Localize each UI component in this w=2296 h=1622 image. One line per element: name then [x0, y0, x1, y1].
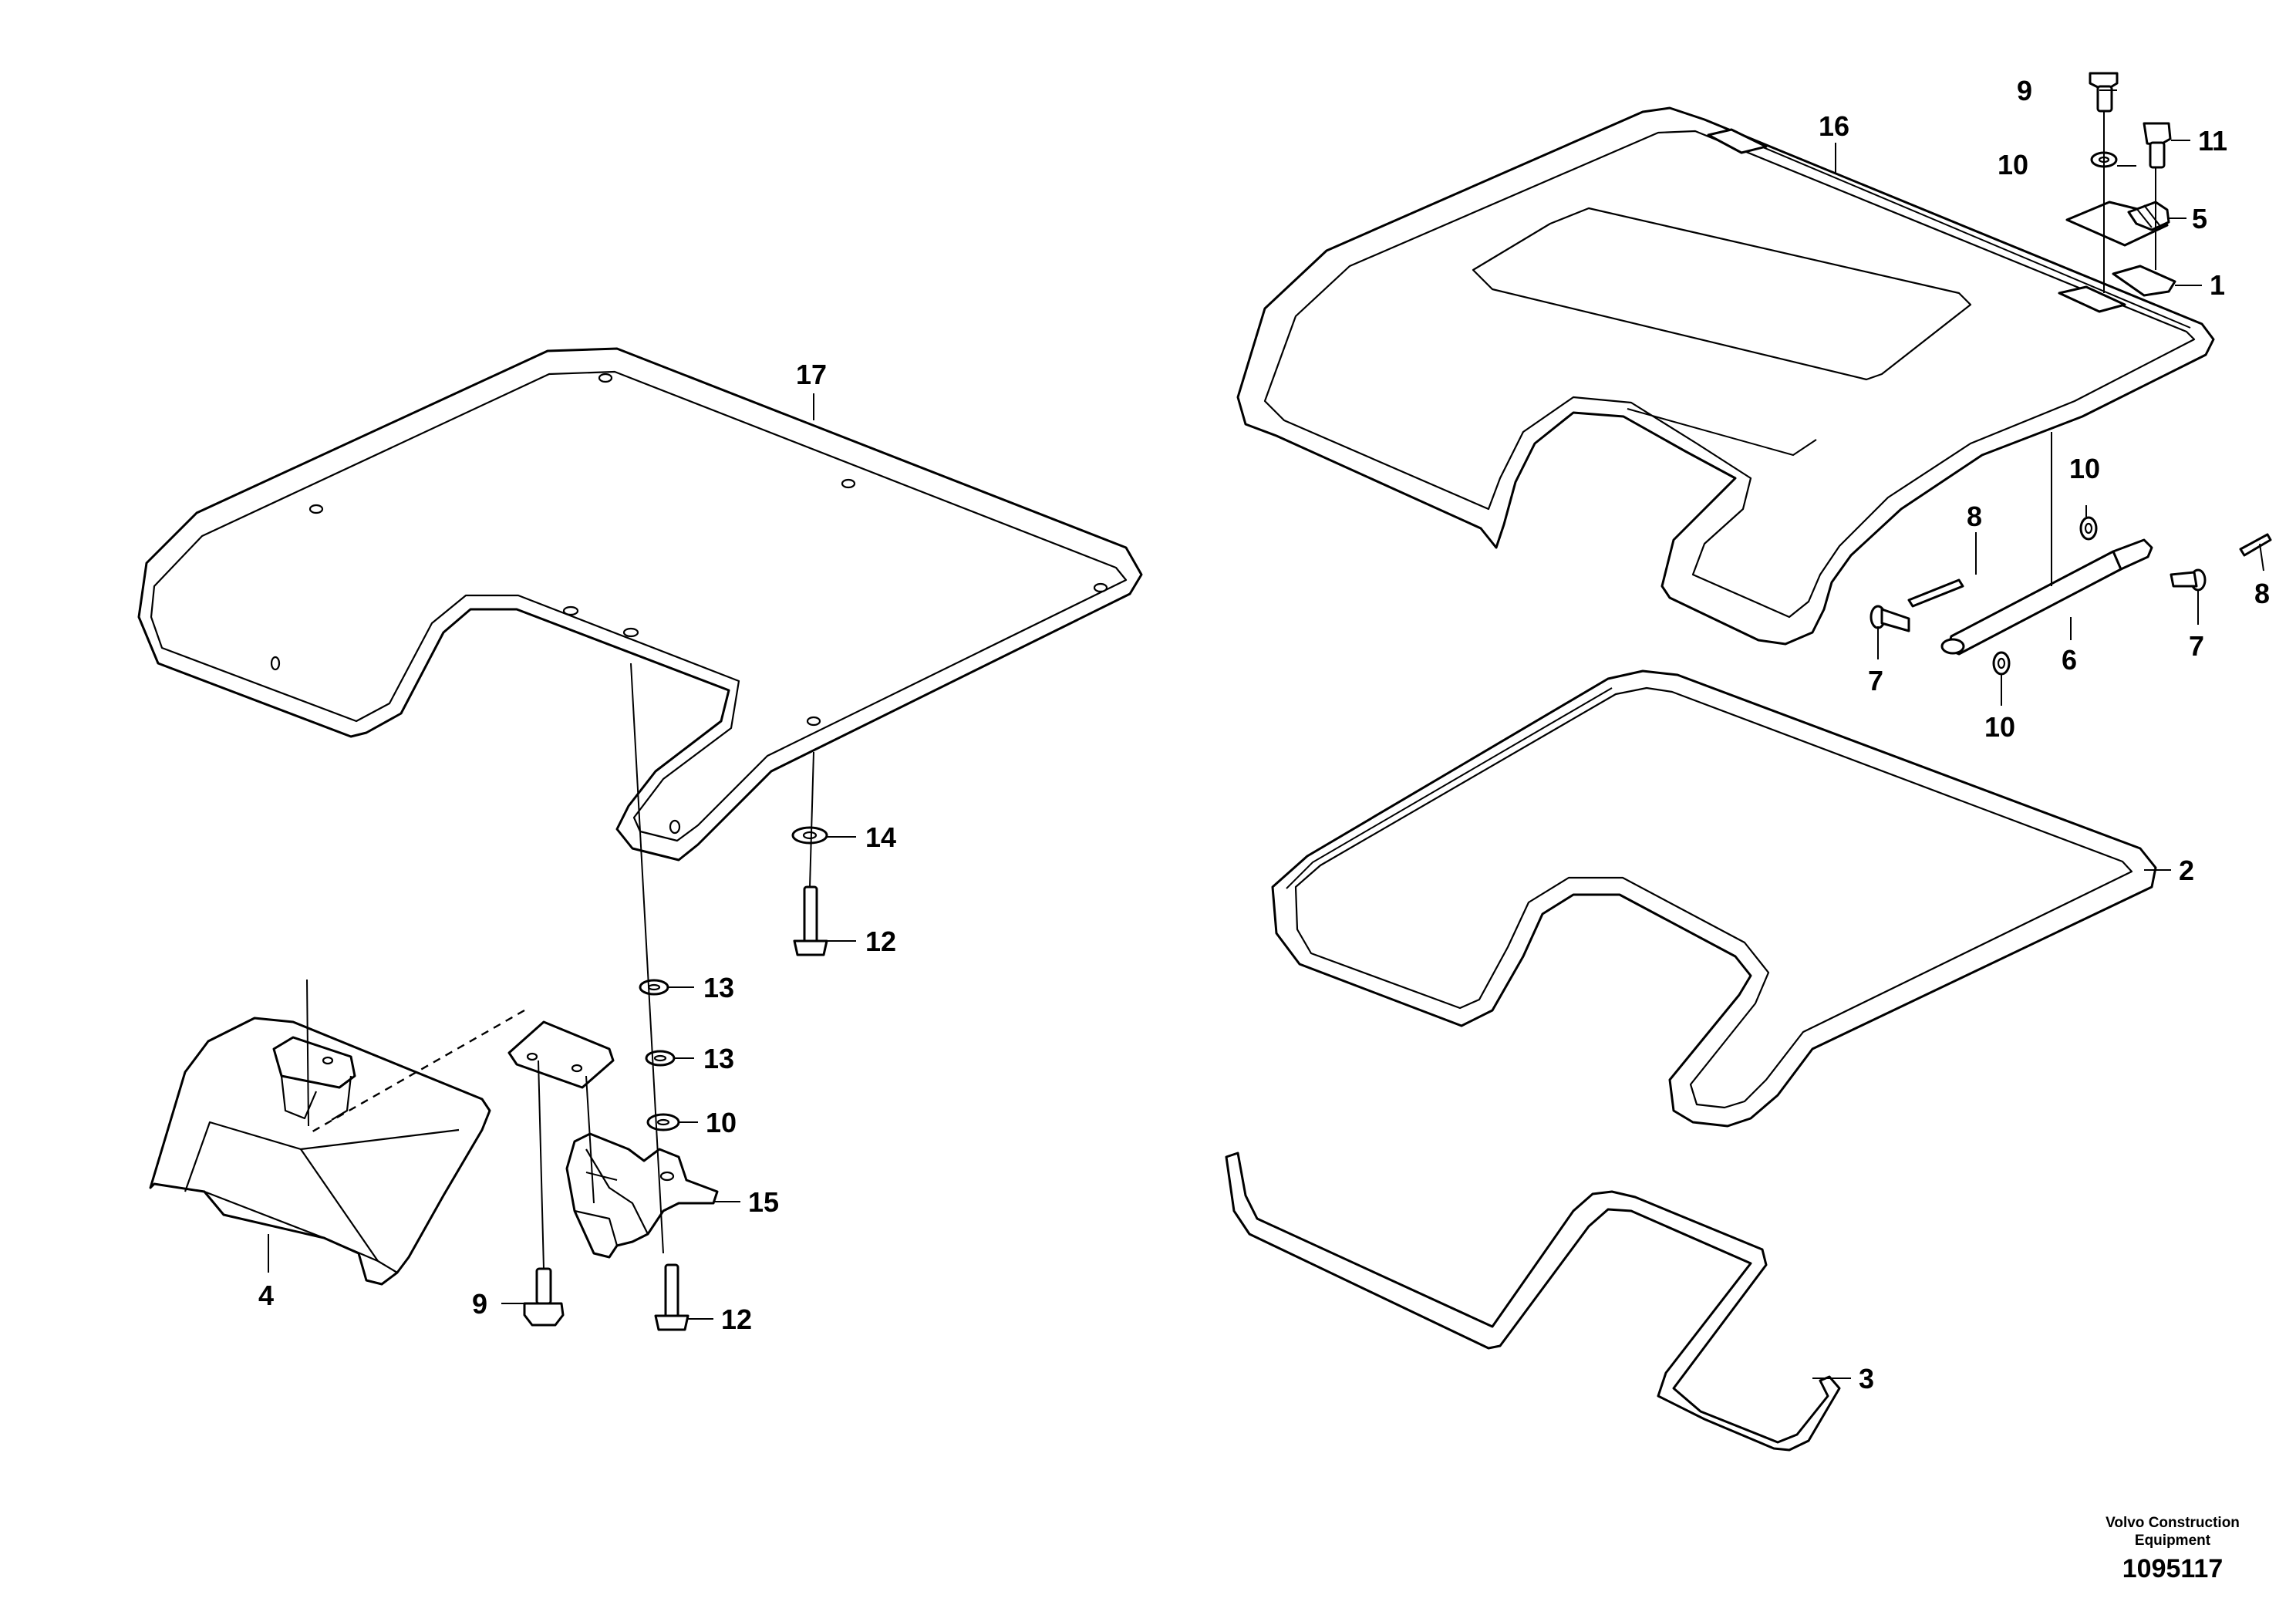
bolt-12-top: [793, 885, 828, 956]
callout-7-right: 7: [2189, 630, 2204, 662]
callout-10-right-upper: 10: [2069, 453, 2100, 484]
washer-10-latch: [646, 1113, 680, 1131]
brand-line-2: Equipment: [2135, 1533, 2211, 1549]
callout-8-right: 8: [2254, 578, 2270, 609]
brand-line-1: Volvo Construction: [2106, 1515, 2240, 1531]
callout-7-left: 7: [1868, 665, 1883, 696]
washer-13-lower: [645, 1050, 676, 1067]
callout-15: 15: [748, 1186, 779, 1218]
callout-17: 17: [796, 359, 827, 390]
washer-10-right-upper: [2079, 516, 2098, 541]
bolt-9-bottom: [523, 1267, 565, 1327]
pin-7-left: [1870, 605, 1910, 632]
callout-3: 3: [1859, 1363, 1874, 1394]
gas-spring-6: [1940, 538, 2153, 656]
callout-9-bottom: 9: [472, 1288, 487, 1320]
part-2-seal-ring: [1271, 669, 2157, 1128]
callout-10-latch: 10: [706, 1107, 737, 1138]
part-3-seal-strip: [1225, 1152, 1841, 1452]
callout-labels: 17 16 9 10 11 5 1 10 8 8 6 7 7 10 2 3 14…: [258, 75, 2270, 1394]
plate-1: [2112, 265, 2176, 297]
callout-4: 4: [258, 1280, 274, 1311]
callout-12-bottom: 12: [721, 1303, 752, 1335]
callout-5: 5: [2192, 203, 2207, 234]
part-17-cover-plate: [137, 347, 1143, 862]
hinge-5: [2065, 201, 2170, 247]
cotter-pin-8-right: [2239, 533, 2272, 557]
cotter-pin-8-left: [1907, 578, 1964, 608]
callout-11: 11: [2198, 125, 2227, 157]
bracket-plate: [507, 1020, 615, 1089]
callout-1: 1: [2210, 269, 2225, 301]
document-number: 1095117: [2122, 1554, 2224, 1583]
callout-leaders: [268, 89, 2264, 1379]
callout-8-left: 8: [1967, 501, 1982, 532]
callout-10-top: 10: [1998, 149, 2028, 180]
washer-10-right-lower: [1992, 651, 2011, 676]
bolt-9-top: [2089, 72, 2119, 113]
bolt-12-bottom: [654, 1263, 689, 1331]
part-16-canopy: [1236, 106, 2215, 646]
callout-9-top: 9: [2017, 75, 2032, 106]
callout-13-upper: 13: [703, 972, 734, 1003]
washer-13-upper: [639, 979, 669, 996]
pin-7-right: [2170, 568, 2207, 592]
footer-brand-block: Volvo Construction Equipment 1095117: [2106, 1515, 2240, 1583]
part-15-latch: [565, 1132, 719, 1259]
part-4-bracket-tray: [149, 1017, 491, 1286]
assembly-lines: [306, 112, 2156, 1270]
callout-14: 14: [865, 821, 896, 853]
callout-2: 2: [2179, 855, 2194, 886]
callout-12-top: 12: [865, 926, 896, 957]
callout-10-right-lower: 10: [1984, 711, 2015, 743]
callout-6: 6: [2062, 644, 2077, 676]
callout-13-lower: 13: [703, 1043, 734, 1074]
callout-16: 16: [1819, 110, 1849, 142]
washer-14: [791, 826, 828, 845]
bolt-11: [2143, 122, 2172, 169]
